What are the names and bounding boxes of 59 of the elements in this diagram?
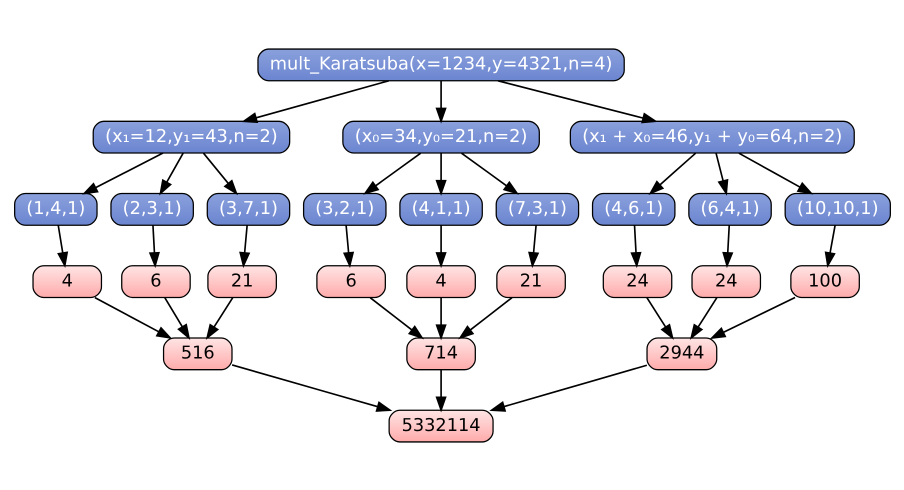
arrow <box>738 152 813 194</box>
node-box: (x₁ + x₀=46,y₁ + y₀=64,n=2) <box>569 120 854 154</box>
node-box: (4,6,1) <box>591 192 676 226</box>
arrow <box>202 152 238 195</box>
node-box: 4 <box>32 264 102 298</box>
node-box: mult_Karatsuba(x=1234,y=4321,n=4) <box>256 48 624 81</box>
arrow <box>528 224 539 268</box>
node-box: 2944 <box>646 336 717 370</box>
arrow <box>435 224 446 268</box>
arrow <box>435 152 446 196</box>
arrow <box>488 364 647 412</box>
arrow <box>205 296 233 340</box>
node-box: 6 <box>120 264 190 298</box>
node-box: 21 <box>206 264 276 298</box>
arrow <box>94 296 172 338</box>
arrow <box>164 296 190 340</box>
arrow <box>231 364 392 412</box>
arrow <box>158 152 184 196</box>
node-box: 5332114 <box>388 409 494 442</box>
arrow <box>435 369 446 412</box>
arrow <box>709 296 795 339</box>
arrow <box>646 296 674 340</box>
node-box: 100 <box>790 264 860 298</box>
arrow <box>497 80 658 123</box>
arrow <box>240 80 388 123</box>
node-box: 24 <box>602 264 672 298</box>
node-box: 21 <box>496 264 566 298</box>
arrow <box>369 296 424 339</box>
arrow <box>648 152 696 194</box>
node-box: (2,3,1) <box>110 192 194 226</box>
arrow <box>714 152 728 196</box>
arrow <box>689 296 718 340</box>
node-box: 4 <box>406 264 476 298</box>
node-box: (x₁=12,y₁=43,n=2) <box>92 120 290 154</box>
node-box: (4,1,1) <box>398 192 482 226</box>
arrow <box>148 224 160 268</box>
arrow <box>238 224 250 268</box>
node-box: (10,10,1) <box>784 192 890 226</box>
node-box: 24 <box>690 264 761 298</box>
arrow <box>460 152 519 194</box>
arrow <box>56 224 68 268</box>
arrow <box>435 80 446 124</box>
arrow <box>362 152 421 194</box>
node-box: (3,7,1) <box>206 192 290 226</box>
arrow <box>435 297 446 340</box>
node-box: 714 <box>406 336 476 370</box>
arrow <box>630 224 642 268</box>
arrow <box>342 224 354 268</box>
arrow <box>458 296 512 339</box>
arrow <box>82 152 163 194</box>
node-box: (6,4,1) <box>688 192 772 226</box>
arrow <box>824 224 836 268</box>
arrow <box>722 224 733 268</box>
node-box: (1,4,1) <box>14 192 98 226</box>
node-box: 516 <box>162 336 232 370</box>
node-box: 6 <box>316 264 386 298</box>
node-box: (x₀=34,y₀=21,n=2) <box>342 120 540 154</box>
node-box: (7,3,1) <box>495 192 579 226</box>
node-box: (3,2,1) <box>302 192 386 226</box>
